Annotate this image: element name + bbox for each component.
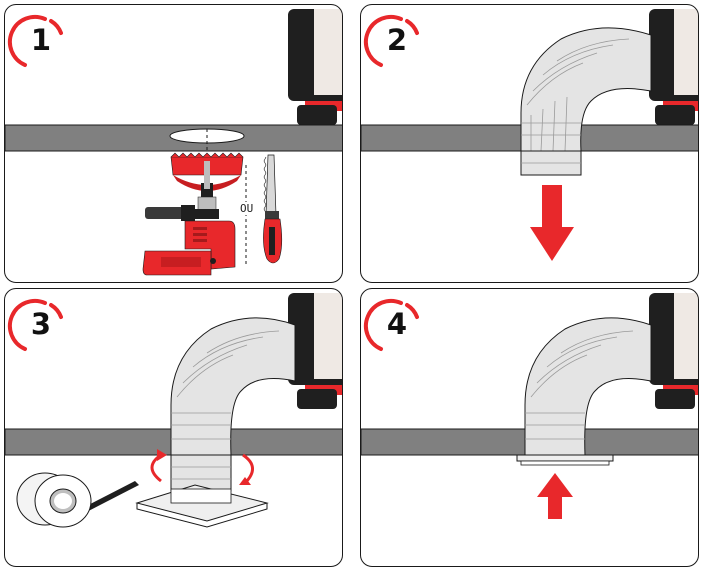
- ventilation-unit: [649, 9, 698, 125]
- ventilation-unit: [288, 9, 342, 125]
- step-3-illustration: [5, 293, 342, 528]
- step-4-illustration: [361, 293, 698, 519]
- drill-icon: [142, 196, 236, 276]
- step-panel-1: 1 OU: [4, 4, 343, 283]
- step-number: 2: [386, 23, 408, 57]
- ventilation-unit: [649, 293, 698, 409]
- step-number: 1: [30, 23, 52, 57]
- duct-icon: [520, 27, 652, 176]
- step-2-illustration: [361, 9, 698, 261]
- step-badge-arc: [7, 14, 63, 67]
- duct-icon: [170, 317, 296, 492]
- step-badge-arc: [7, 298, 63, 351]
- step-1-illustration: [5, 9, 342, 276]
- step-number: 3: [30, 307, 52, 341]
- hole-saw-icon: [170, 152, 244, 197]
- step-badge-arc: [363, 298, 419, 351]
- keyhole-saw-icon: [263, 154, 283, 264]
- or-label: OU: [239, 202, 255, 215]
- step-panel-4: 4: [360, 288, 699, 567]
- step-number: 4: [386, 307, 408, 341]
- up-arrow-icon: [537, 473, 573, 519]
- vent-plate-icon: [516, 454, 614, 466]
- duct-icon: [524, 317, 652, 456]
- rotate-arrow-icon: [150, 449, 254, 485]
- tape-roll-icon: [16, 472, 139, 528]
- step-panel-3: 3: [4, 288, 343, 567]
- down-arrow-icon: [530, 185, 574, 261]
- step-panel-2: 2: [360, 4, 699, 283]
- vent-plate-icon: [135, 484, 269, 528]
- step-badge-arc: [363, 14, 419, 67]
- ventilation-unit: [288, 293, 342, 409]
